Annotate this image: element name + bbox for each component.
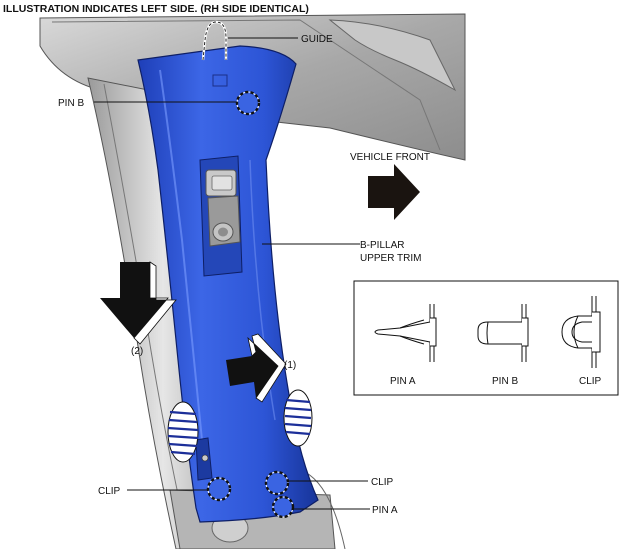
guide-label: GUIDE [301, 34, 333, 45]
downward-arrow-step-2 [100, 261, 177, 345]
b-pillar-label-line2: UPPER TRIM [360, 253, 422, 264]
release-area-left [167, 401, 199, 463]
clip-marker-left [206, 476, 232, 502]
fastener-types-inset: PIN A PIN B CLIP [353, 280, 619, 396]
b-pillar-label-line1: B-PILLAR [360, 240, 404, 251]
inset-label-pin-b: PIN B [492, 376, 518, 387]
pin-b-label: PIN B [58, 98, 84, 109]
pin-b-drawing [477, 304, 529, 362]
pin-a-drawing [374, 304, 437, 362]
step-1-label: (1) [284, 360, 296, 371]
pin-a-marker [271, 495, 295, 519]
clip-marker-right [264, 470, 290, 496]
pin-b-marker [235, 90, 261, 116]
guide-hook [201, 20, 228, 61]
clip-left-label: CLIP [98, 486, 121, 497]
clip-drawing [561, 296, 601, 368]
pin-a-label: PIN A [372, 505, 398, 516]
vehicle-front-label: VEHICLE FRONT [350, 152, 430, 163]
clip-right-label: CLIP [371, 477, 394, 488]
inset-label-clip: CLIP [579, 376, 602, 387]
vehicle-front-arrow [368, 164, 420, 220]
inset-label-pin-a: PIN A [390, 376, 416, 387]
release-area-right [283, 389, 313, 447]
illustration-note: ILLUSTRATION INDICATES LEFT SIDE. (RH SI… [3, 3, 309, 15]
outward-arrow-step-1 [226, 333, 287, 403]
step-2-label: (2) [131, 346, 143, 357]
